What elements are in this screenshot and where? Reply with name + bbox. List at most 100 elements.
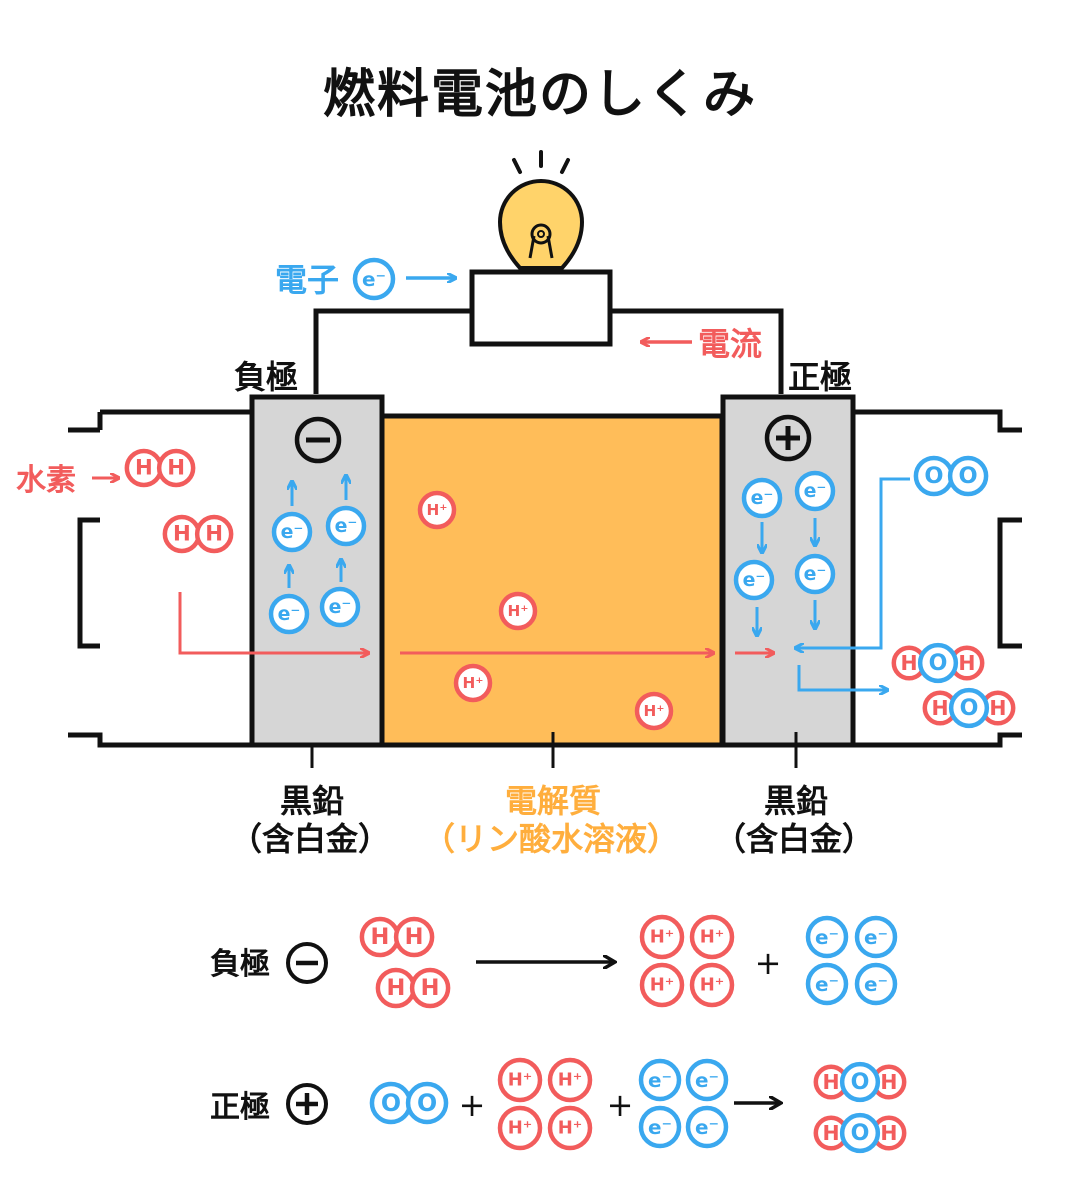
proton-particle: H⁺ [497,1105,543,1151]
hydrogen-atom-symbol: H [167,456,185,481]
electron-symbol: e⁻ [648,1068,672,1092]
electrolyte-label: 電解質 [505,782,601,820]
minus-circle-icon [286,942,328,984]
cathode-equation-label: 正極 [210,1090,270,1125]
proton-symbol: H⁺ [644,702,665,720]
proton-particle: H⁺ [639,914,685,960]
electron-particle: e⁻ [319,586,361,628]
electron-particle: e⁻ [854,915,898,959]
anode-label: 負極 [234,358,298,396]
hydrogen-atom-symbol: H [880,1121,897,1145]
proton-symbol: H⁺ [650,927,675,948]
electron-symbol: e⁻ [804,480,827,502]
proton-particle: H⁺ [547,1105,593,1151]
proton-symbol: H⁺ [700,927,725,948]
electron-particle: e⁻ [733,559,775,601]
proton-particle: H⁺ [689,962,735,1008]
electron-particle: e⁻ [638,1105,682,1149]
cathode-material-sub: （含白金） [714,820,874,858]
electron-symbol: e⁻ [278,603,301,625]
cathode-material: 黒鉛 [764,782,828,820]
hydrogen-atom-symbol: H [823,1121,840,1145]
proton-symbol: H⁺ [508,602,529,620]
electron-symbol: e⁻ [804,563,827,585]
electron-particle: e⁻ [325,505,367,547]
light-bulb-icon [497,150,585,270]
oxygen-atom-symbol: O [929,650,948,676]
plus-circle-icon [286,1083,328,1125]
proton-symbol: H⁺ [700,975,725,996]
electron-symbol: e⁻ [815,925,839,949]
hydrogen-atom-symbol: H [932,696,949,720]
electron-particle: e⁻ [352,257,396,301]
hydrogen-atom-symbol: H [405,924,424,950]
plus-sign: + [607,1086,634,1124]
water-molecule: H HO [891,642,985,684]
hydrogen-atom-symbol: H [173,522,191,547]
electron-symbol: e⁻ [695,1115,719,1139]
electron-symbol: e⁻ [743,569,766,591]
hydrogen-atom-symbol: H [901,651,918,675]
current-label: 電流 [698,325,762,363]
electron-symbol: e⁻ [864,925,888,949]
proton-particle: H⁺ [498,591,538,631]
hydrogen-atom-symbol: H [421,975,440,1001]
minus-circle-icon [294,416,342,464]
plus-sign: + [755,944,782,982]
proton-particle: H⁺ [497,1057,543,1103]
hydrogen-atom-symbol: H [958,651,975,675]
cathode-label: 正極 [788,358,852,396]
hydrogen-atom-symbol: H [823,1070,840,1094]
anode-material-sub: （含白金） [230,820,390,858]
electron-symbol: e⁻ [864,972,888,996]
electron-symbol: e⁻ [329,596,352,618]
oxygen-atom-symbol: O [851,1069,870,1095]
oxygen-atom-symbol: O [924,463,943,489]
page-title: 燃料電池のしくみ [322,65,758,125]
hydrogen-atom-symbol: H [370,924,389,950]
electron-particle: e⁻ [685,1105,729,1149]
proton-symbol: H⁺ [558,1070,583,1091]
load-resistor [469,269,613,347]
electron-particle: e⁻ [794,553,836,595]
proton-particle: H⁺ [547,1057,593,1103]
proton-symbol: H⁺ [650,975,675,996]
anode-equation-label: 負極 [210,947,270,982]
electron-particle: e⁻ [685,1058,729,1102]
hydrogen-atom-symbol: H [386,975,405,1001]
proton-symbol: H⁺ [427,501,448,519]
oxygen-atom-symbol: O [959,463,978,489]
hydrogen-atom-symbol: H [135,456,153,481]
hydrogen-label: 水素 [16,463,76,498]
electron-symbol: e⁻ [362,267,386,291]
proton-symbol: H⁺ [508,1070,533,1091]
electron-symbol: e⁻ [648,1115,672,1139]
electron-particle: e⁻ [271,511,313,553]
electron-label: 電子 [275,261,339,299]
electron-particle: e⁻ [794,470,836,512]
electron-particle: e⁻ [268,593,310,635]
electrolyte-sub-label: （リン酸水溶液） [423,820,679,858]
anode-material: 黒鉛 [280,782,344,820]
electrolyte-region [379,413,725,748]
electron-particle: e⁻ [805,962,849,1006]
proton-particle: H⁺ [689,914,735,960]
electron-particle: e⁻ [805,915,849,959]
electron-particle: e⁻ [741,477,783,519]
electron-symbol: e⁻ [335,515,358,537]
plus-sign: + [459,1086,486,1124]
electron-symbol: e⁻ [751,487,774,509]
oxygen-atom-symbol: O [960,695,979,721]
proton-particle: H⁺ [453,663,493,703]
electron-particle: e⁻ [638,1058,682,1102]
proton-symbol: H⁺ [463,674,484,692]
